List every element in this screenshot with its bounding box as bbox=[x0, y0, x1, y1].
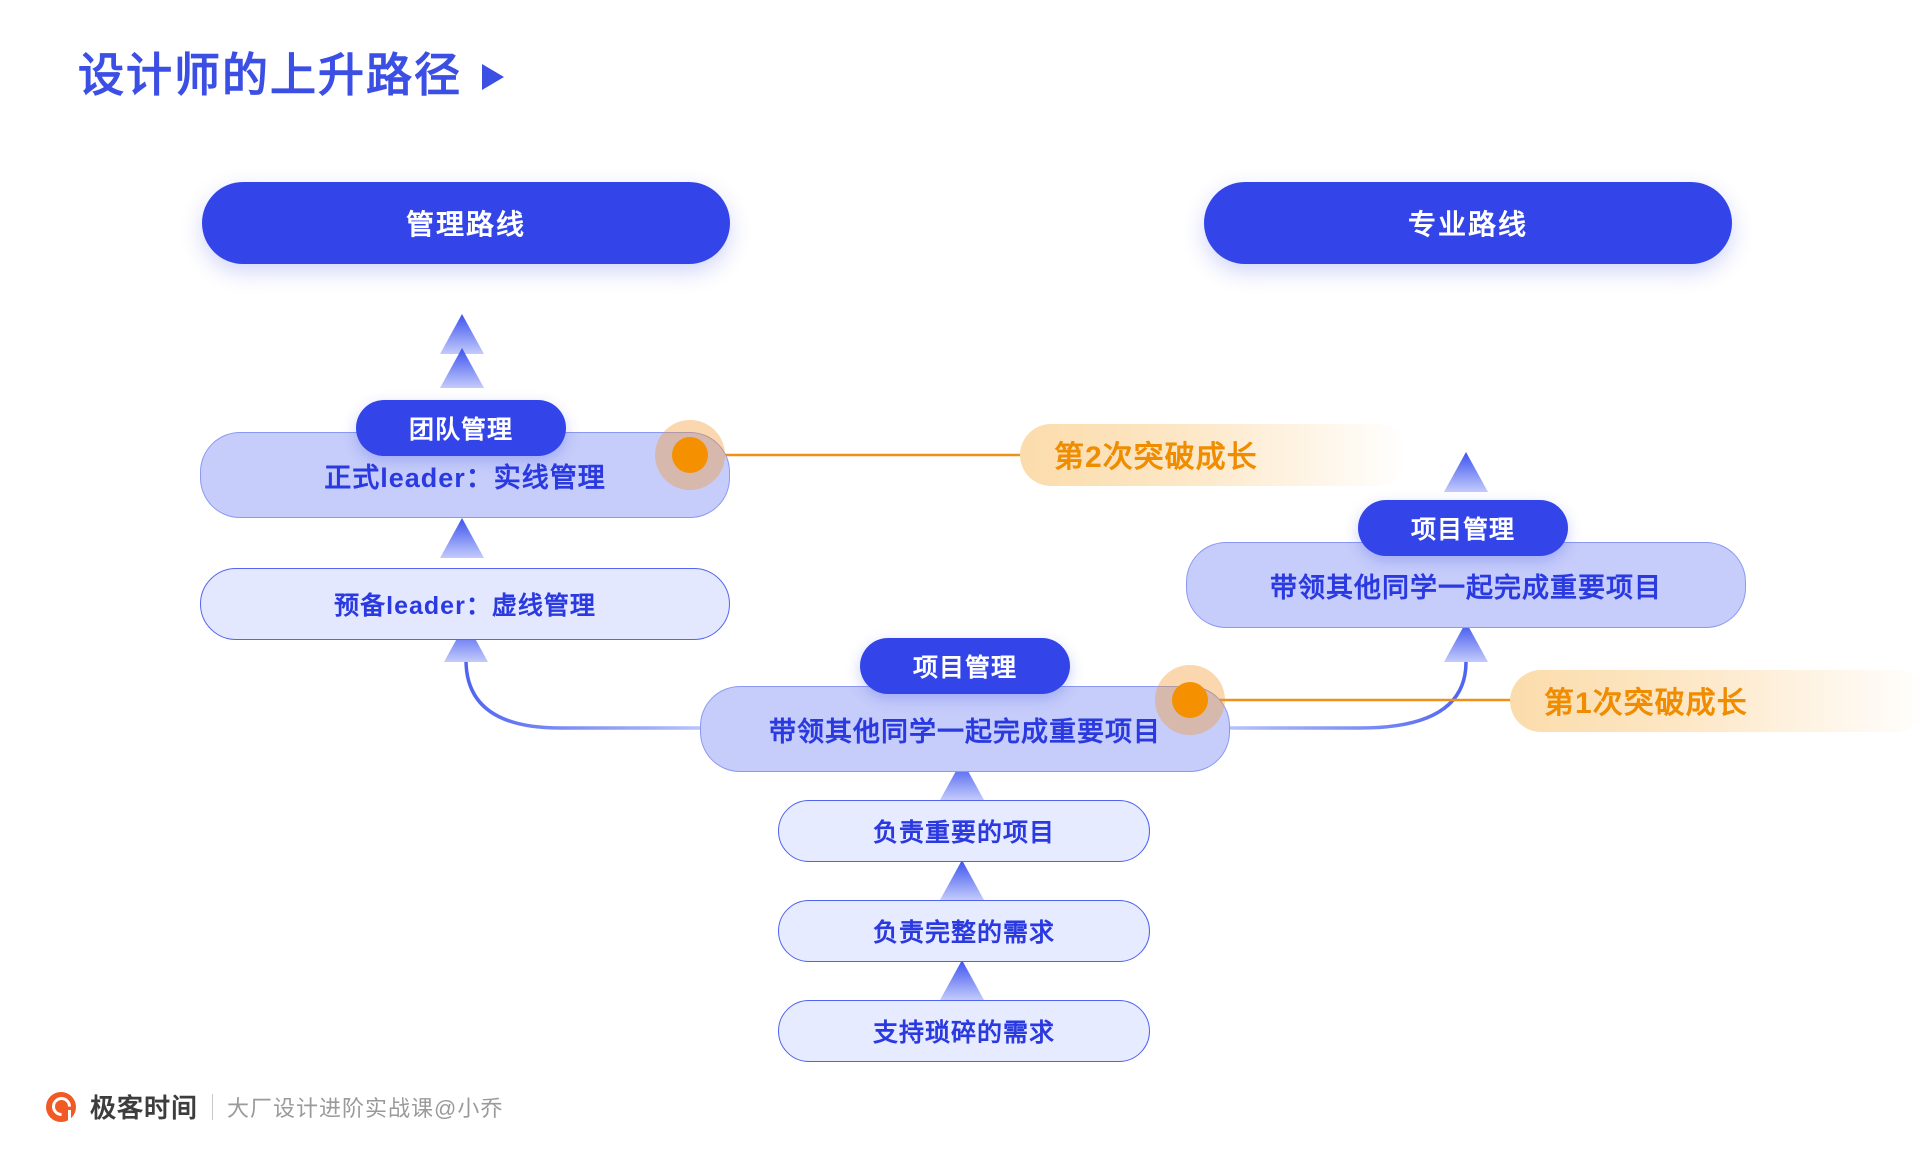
level-card-center-1[interactable]: 负责重要的项目 bbox=[778, 800, 1150, 862]
level-card-center-2[interactable]: 负责完整的需求 bbox=[778, 900, 1150, 962]
level-card-management-1[interactable]: 预备leader：虚线管理 bbox=[200, 568, 730, 640]
level-card-center-3-text: 支持琐碎的需求 bbox=[872, 1019, 1055, 1047]
arrow-up-icon bbox=[440, 518, 484, 558]
arrow-up-icon bbox=[440, 348, 484, 388]
arrow-up-icon bbox=[940, 860, 984, 900]
level-badge-team-management[interactable]: 团队管理 bbox=[356, 400, 566, 456]
growth-label-1: 第1次突破成长 bbox=[1510, 670, 1920, 732]
level-card-professional-0-text: 带领其他同学一起完成重要项目 bbox=[1270, 572, 1662, 603]
growth-label-2: 第2次突破成长 bbox=[1020, 424, 1408, 486]
level-badge-center-project-management[interactable]: 项目管理 bbox=[860, 638, 1070, 694]
level-card-management-1-text: 预备leader：虚线管理 bbox=[334, 592, 596, 620]
track-header-management[interactable]: 管理路线 bbox=[202, 182, 730, 264]
track-header-professional-label: 专业路线 bbox=[1407, 209, 1528, 240]
growth-marker-core bbox=[1172, 682, 1208, 718]
growth-marker-dot-1[interactable] bbox=[1155, 665, 1225, 735]
level-card-center-3[interactable]: 支持琐碎的需求 bbox=[778, 1000, 1150, 1062]
growth-marker-dot-2[interactable] bbox=[655, 420, 725, 490]
footer-brand: 极客时间 bbox=[90, 1093, 199, 1123]
growth-marker-core bbox=[672, 437, 708, 473]
footer-course: 大厂设计进阶实战课@小乔 bbox=[227, 1095, 504, 1121]
track-header-professional[interactable]: 专业路线 bbox=[1204, 182, 1732, 264]
level-badge-professional-project-management-label: 项目管理 bbox=[1410, 516, 1515, 544]
level-card-center-2-text: 负责完整的需求 bbox=[872, 919, 1055, 947]
page-title-text: 设计师的上升路径 bbox=[78, 49, 462, 101]
arrow-up-icon bbox=[1444, 622, 1488, 662]
growth-label-2-text: 第2次突破成长 bbox=[1054, 441, 1258, 474]
level-badge-team-management-label: 团队管理 bbox=[408, 416, 513, 444]
level-badge-center-project-management-label: 项目管理 bbox=[912, 654, 1017, 682]
arrow-up-icon bbox=[1444, 452, 1488, 492]
arrow-up-icon bbox=[440, 314, 484, 354]
footer-divider bbox=[212, 1093, 214, 1120]
level-card-center-1-text: 负责重要的项目 bbox=[872, 819, 1055, 847]
play-triangle-icon bbox=[482, 64, 504, 90]
growth-label-1-text: 第1次突破成长 bbox=[1544, 687, 1748, 720]
footer: 极客时间 大厂设计进阶实战课@小乔 bbox=[46, 1088, 503, 1125]
arrow-up-icon bbox=[940, 760, 984, 800]
track-header-management-label: 管理路线 bbox=[405, 209, 526, 240]
level-card-management-0-text: 正式leader：实线管理 bbox=[324, 462, 606, 493]
arrow-up-icon bbox=[444, 622, 488, 662]
level-card-center-0-text: 带领其他同学一起完成重要项目 bbox=[769, 716, 1161, 747]
level-badge-professional-project-management[interactable]: 项目管理 bbox=[1358, 500, 1568, 556]
level-card-center-0[interactable]: 带领其他同学一起完成重要项目 bbox=[700, 686, 1230, 772]
geek-time-logo-icon bbox=[46, 1091, 76, 1122]
arrow-up-icon bbox=[940, 960, 984, 1000]
page-title: 设计师的上升路径 bbox=[78, 52, 504, 98]
